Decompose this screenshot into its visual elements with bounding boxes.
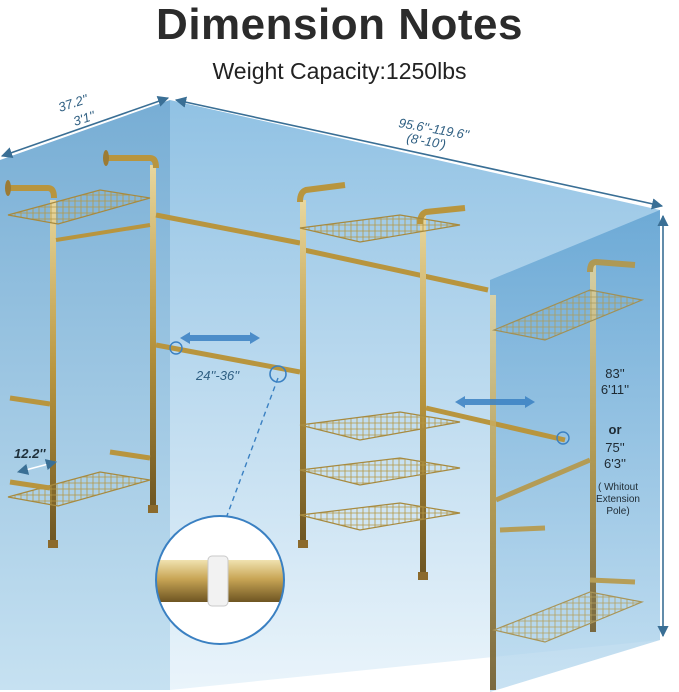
depth-dimension-line [0,96,170,158]
middle-tower [297,182,466,580]
rod-adjust-label: 24''-36'' [195,368,240,383]
right-tower [490,258,645,690]
height-inches-a: 83'' [605,366,624,381]
weight-capacity: Weight Capacity:1250lbs [212,58,467,84]
zoom-target-ring [269,365,287,383]
zoom-target-ring-3 [556,431,570,445]
top-hanging-rod [155,212,301,246]
adjust-arrows-right [455,396,535,408]
width-dimension-line [174,96,664,210]
height-or: or [609,422,622,437]
width-feet-label: (8'-10') [405,130,447,152]
shelf-depth-arrow [16,459,58,475]
height-feet-a: 6'11'' [601,382,629,397]
adjust-arrows-left [180,332,260,344]
zoom-leader-line [217,377,279,541]
middle-hanging-rod [303,247,489,293]
shelf-depth-label: 12.2'' [14,446,46,461]
height-note-2: Extension [596,494,640,505]
height-inches-b: 75'' [605,440,624,455]
zoom-detail-circle [155,515,285,645]
zoom-target-ring-2 [169,341,183,355]
left-tower [5,150,159,548]
page-title: Dimension Notes [156,0,523,49]
left-wall-panel [0,100,170,690]
height-feet-b: 6'3'' [604,456,626,471]
depth-feet-label: 3'1'' [71,108,97,129]
height-note-3: Pole) [606,506,629,517]
adjustable-rod-left [155,342,301,375]
height-note-1: ( Whitout [598,482,638,493]
